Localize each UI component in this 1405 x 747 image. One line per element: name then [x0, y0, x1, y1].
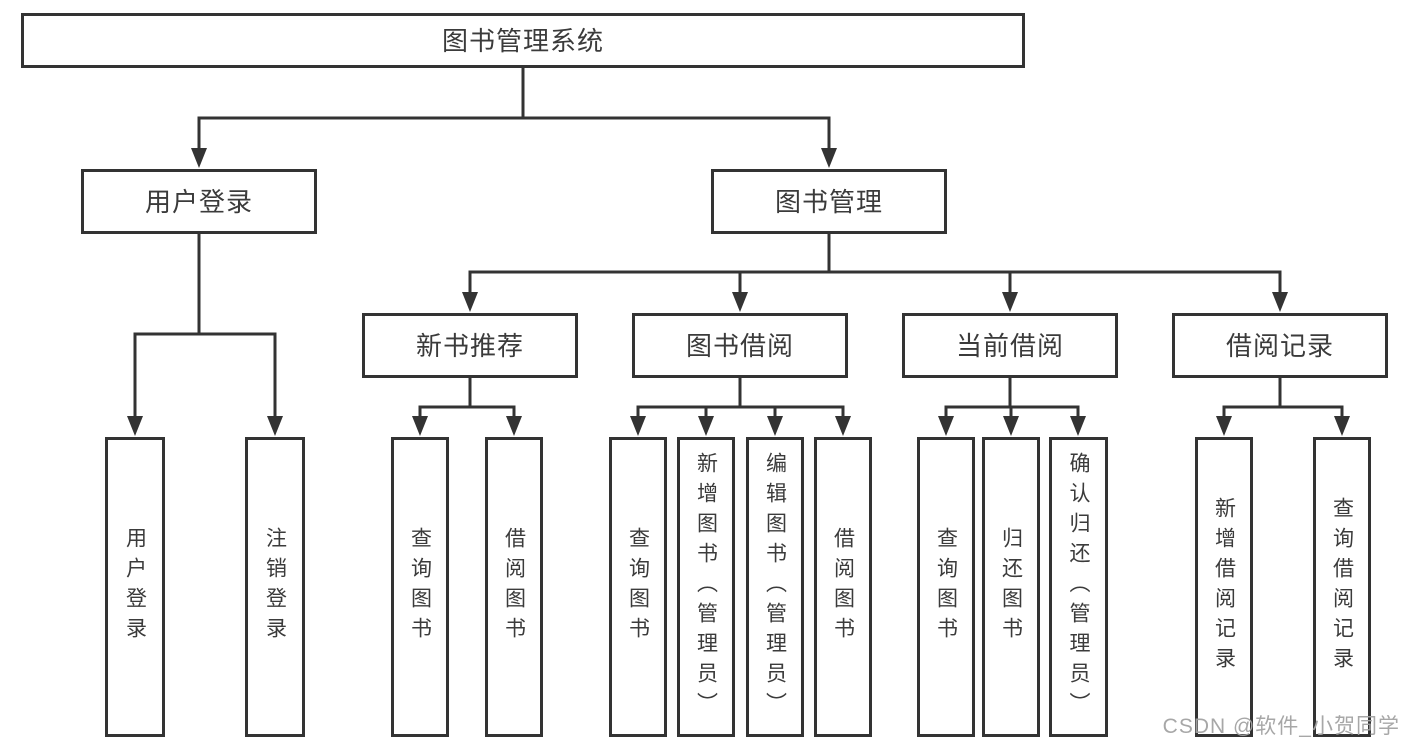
leaf-logout: 注销登录 [245, 437, 305, 737]
leaf-borrow-books-label: 借阅图书 [831, 527, 855, 647]
leaf-edit-book-admin-label: 编辑图书（管理员） [763, 452, 787, 722]
leaf-query-books: 查询图书 [917, 437, 975, 737]
node-user-login-label: 用户登录 [144, 186, 253, 217]
arrowhead [1216, 416, 1232, 436]
leaf-add-borrow-record-label: 新增借阅记录 [1212, 497, 1236, 677]
csdn-watermark: CSDN @软件_小贺同学 [1162, 715, 1400, 738]
node-new-book-recommend-label: 新书推荐 [415, 330, 524, 361]
arrowhead [462, 292, 478, 312]
node-current-borrow: 当前借阅 [902, 313, 1118, 378]
leaf-query-books-label: 查询图书 [408, 527, 432, 647]
node-borrow-record-label: 借阅记录 [1225, 330, 1334, 361]
node-book-borrow-label: 图书借阅 [685, 330, 794, 361]
node-library-management-system: 图书管理系统 [21, 13, 1025, 68]
arrowhead [1002, 292, 1018, 312]
leaf-borrow-books: 借阅图书 [814, 437, 872, 737]
connector-path [197, 66, 831, 154]
leaf-add-borrow-record: 新增借阅记录 [1195, 437, 1253, 737]
arrowhead [698, 416, 714, 436]
leaf-borrow-books: 借阅图书 [485, 437, 543, 737]
leaf-query-books-label: 查询图书 [934, 527, 958, 647]
leaf-logout-label: 注销登录 [263, 527, 287, 647]
leaf-query-books-label: 查询图书 [626, 527, 650, 647]
arrowhead [767, 416, 783, 436]
connector-path [944, 376, 1080, 422]
arrowhead [1272, 292, 1288, 312]
leaf-edit-book-admin: 编辑图书（管理员） [746, 437, 804, 737]
node-book-management-label: 图书管理 [774, 186, 883, 217]
leaf-add-book-admin-label: 新增图书（管理员） [694, 452, 718, 722]
leaf-return-book-label: 归还图书 [999, 527, 1023, 647]
connector-path [1222, 376, 1344, 422]
leaf-query-books: 查询图书 [391, 437, 449, 737]
arrowhead [732, 292, 748, 312]
node-new-book-recommend: 新书推荐 [362, 313, 578, 378]
arrowhead [191, 148, 207, 168]
connector-path [468, 232, 1282, 298]
arrowhead [267, 416, 283, 436]
leaf-borrow-books-label: 借阅图书 [502, 527, 526, 647]
node-current-borrow-label: 当前借阅 [955, 330, 1064, 361]
arrowhead [506, 416, 522, 436]
leaf-return-book: 归还图书 [982, 437, 1040, 737]
connector-path [418, 376, 516, 422]
leaf-user-login: 用户登录 [105, 437, 165, 737]
arrowhead [1003, 416, 1019, 436]
leaf-query-books: 查询图书 [609, 437, 667, 737]
connector-path [636, 376, 845, 422]
arrowhead [1070, 416, 1086, 436]
arrowhead [127, 416, 143, 436]
arrowhead [1334, 416, 1350, 436]
leaf-query-borrow-record: 查询借阅记录 [1313, 437, 1371, 737]
leaf-query-borrow-record-label: 查询借阅记录 [1330, 497, 1354, 677]
arrowhead [835, 416, 851, 436]
node-book-borrow: 图书借阅 [632, 313, 848, 378]
node-user-login: 用户登录 [81, 169, 317, 234]
leaf-add-book-admin: 新增图书（管理员） [677, 437, 735, 737]
leaf-confirm-return-admin-label: 确认归还（管理员） [1067, 452, 1090, 722]
arrowhead [821, 148, 837, 168]
arrowhead [412, 416, 428, 436]
leaf-confirm-return-admin: 确认归还（管理员） [1049, 437, 1108, 737]
node-book-management: 图书管理 [711, 169, 947, 234]
node-library-management-system-label: 图书管理系统 [441, 25, 604, 56]
arrowhead [630, 416, 646, 436]
node-borrow-record: 借阅记录 [1172, 313, 1388, 378]
leaf-user-login-label: 用户登录 [123, 527, 147, 647]
arrowhead [938, 416, 954, 436]
connector-path [133, 232, 277, 422]
